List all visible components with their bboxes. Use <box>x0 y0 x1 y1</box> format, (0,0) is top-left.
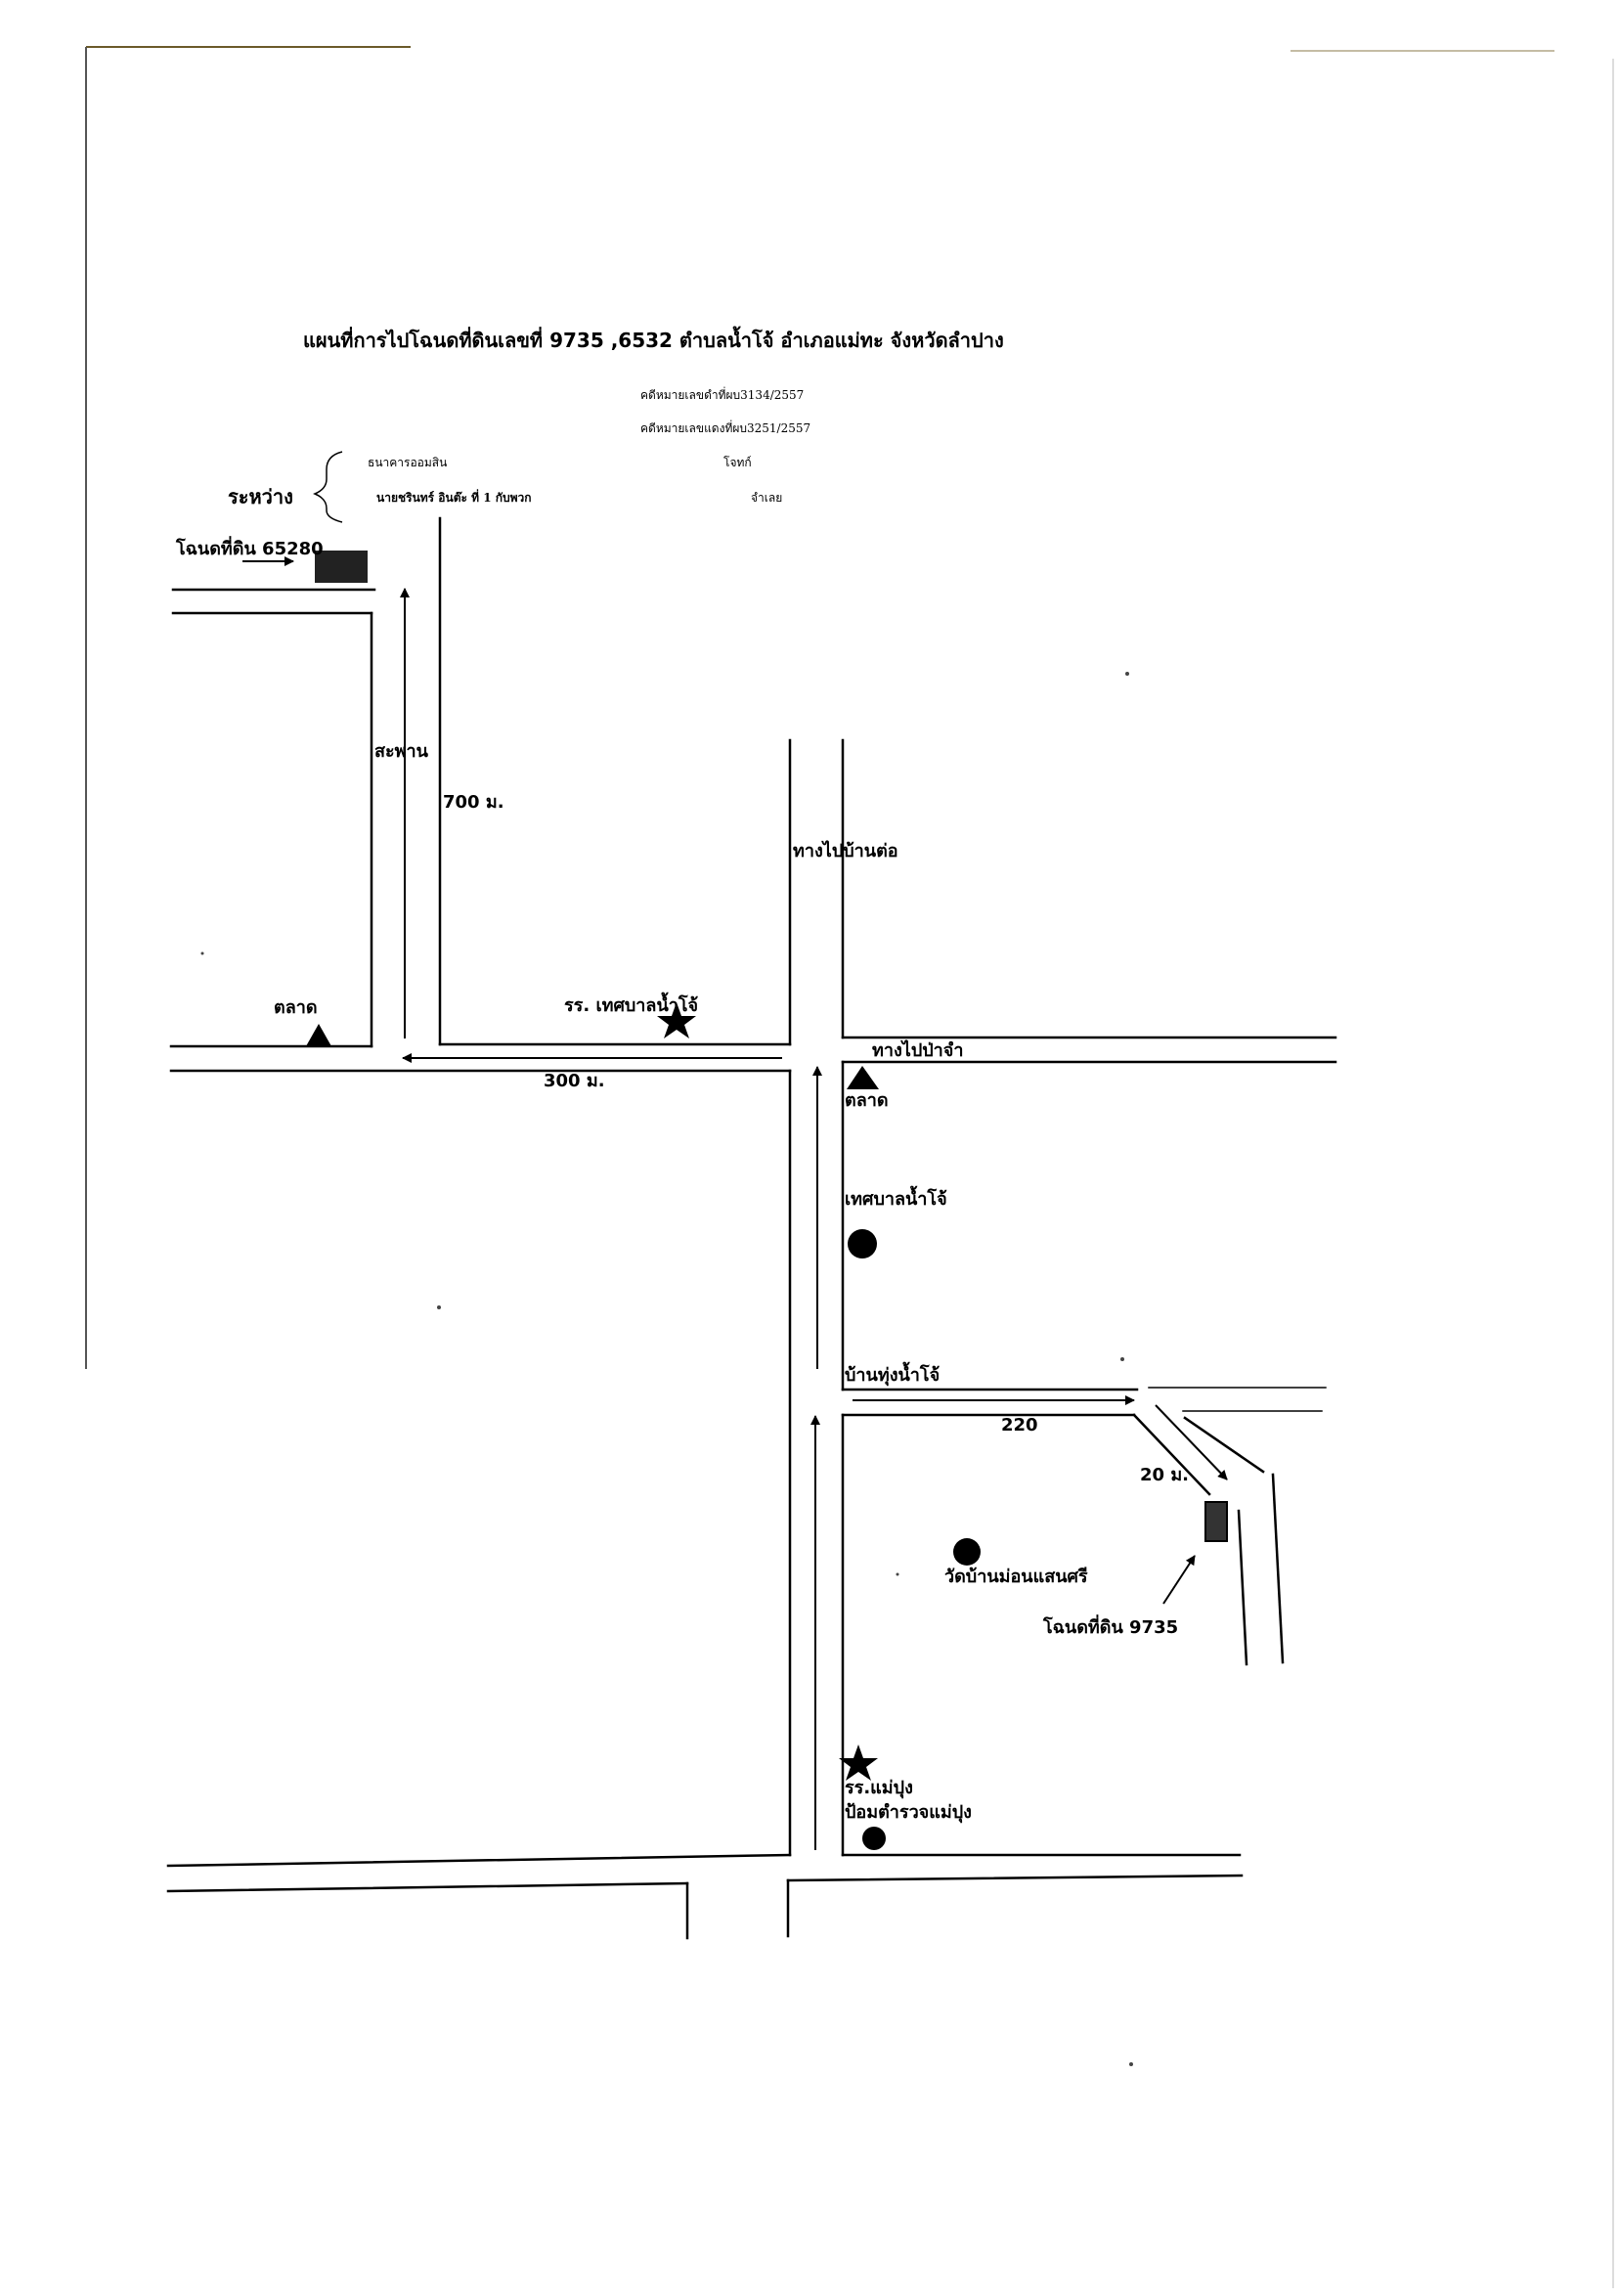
branch-road-inner-down <box>1271 1473 1285 1664</box>
school-namjo-star-icon <box>657 1002 696 1038</box>
temple-label: วัดบ้านม่อนแสนศรี <box>944 1567 1088 1587</box>
map-symbols <box>306 551 1228 1850</box>
plaintiff-role: โจทก์ <box>723 456 752 469</box>
market-right-icon <box>847 1066 879 1089</box>
to-ban-tor-label: ทางไปบ้านต่อ <box>793 841 898 861</box>
deed-9735-icon <box>1204 1501 1228 1542</box>
distance-20-label: 20 ม. <box>1140 1465 1190 1485</box>
municipality-label: เทศบาลน้ำโจ้ <box>845 1189 947 1210</box>
between-label: ระหว่าง <box>228 485 293 508</box>
distance-700-label: 700 ม. <box>443 792 504 813</box>
temple-icon <box>953 1538 981 1566</box>
red-case-number: คดีหมายเลขแดงที่ผบ3251/2557 <box>640 421 811 435</box>
distance-300-label: 300 ม. <box>544 1071 605 1091</box>
branch-road-outer-down <box>1237 1509 1248 1666</box>
deed-65280-label: โฉนดที่ดิน 65280 <box>176 539 324 559</box>
deed-9735-label: โฉนดที่ดิน 9735 <box>1043 1617 1179 1638</box>
ban-thung-namjo-label: บ้านทุ่งน้ำโจ้ <box>845 1365 941 1386</box>
map-title: แผนที่การไปโฉนดที่ดินเลขที่ 9735 ,6532 ต… <box>303 329 1004 352</box>
case-brace <box>313 451 343 523</box>
page-frame <box>85 46 1614 2288</box>
deed-65280-icon <box>315 551 368 583</box>
to-pa-jam-label: ทางไปป่าจำ <box>872 1040 964 1061</box>
school-maepung-star-icon <box>839 1744 878 1781</box>
market-left-label: ตลาด <box>274 997 318 1018</box>
arrow-diagonal-branch <box>1155 1404 1228 1480</box>
school-maepung-label: รร.แม่ปุง <box>845 1778 913 1798</box>
roads <box>166 516 1337 1940</box>
bottom-road-lower-left <box>166 1881 689 1893</box>
branch-road-inner <box>1183 1416 1265 1474</box>
distance-220-label: 220 <box>1001 1415 1038 1435</box>
branch-road-outer <box>1132 1413 1211 1496</box>
arrow-to-deed-9735 <box>1162 1555 1196 1605</box>
defendant-role: จำเลย <box>751 491 783 505</box>
bottom-road-upper-left <box>166 1853 792 1868</box>
bridge-label: สะพาน <box>374 741 428 762</box>
police-maepung-label: ป้อมตำรวจแม่ปุง <box>845 1802 972 1823</box>
scan-specks <box>200 672 1133 2066</box>
defendant-name: นายชรินทร์ อินต๊ะ ที่ 1 กับพวก <box>376 491 532 505</box>
plaintiff-name: ธนาคารออมสิน <box>368 456 448 469</box>
police-icon <box>862 1827 886 1850</box>
bottom-road-lower-right <box>786 1874 1244 1882</box>
school-namjo-label: รร. เทศบาลน้ำโจ้ <box>564 995 699 1016</box>
direction-arrows <box>242 556 1228 1850</box>
market-right-label: ตลาด <box>845 1090 889 1111</box>
black-case-number: คดีหมายเลขดำที่ผบ3134/2557 <box>640 388 805 402</box>
municipality-icon <box>848 1229 877 1258</box>
market-left-icon <box>306 1024 331 1046</box>
